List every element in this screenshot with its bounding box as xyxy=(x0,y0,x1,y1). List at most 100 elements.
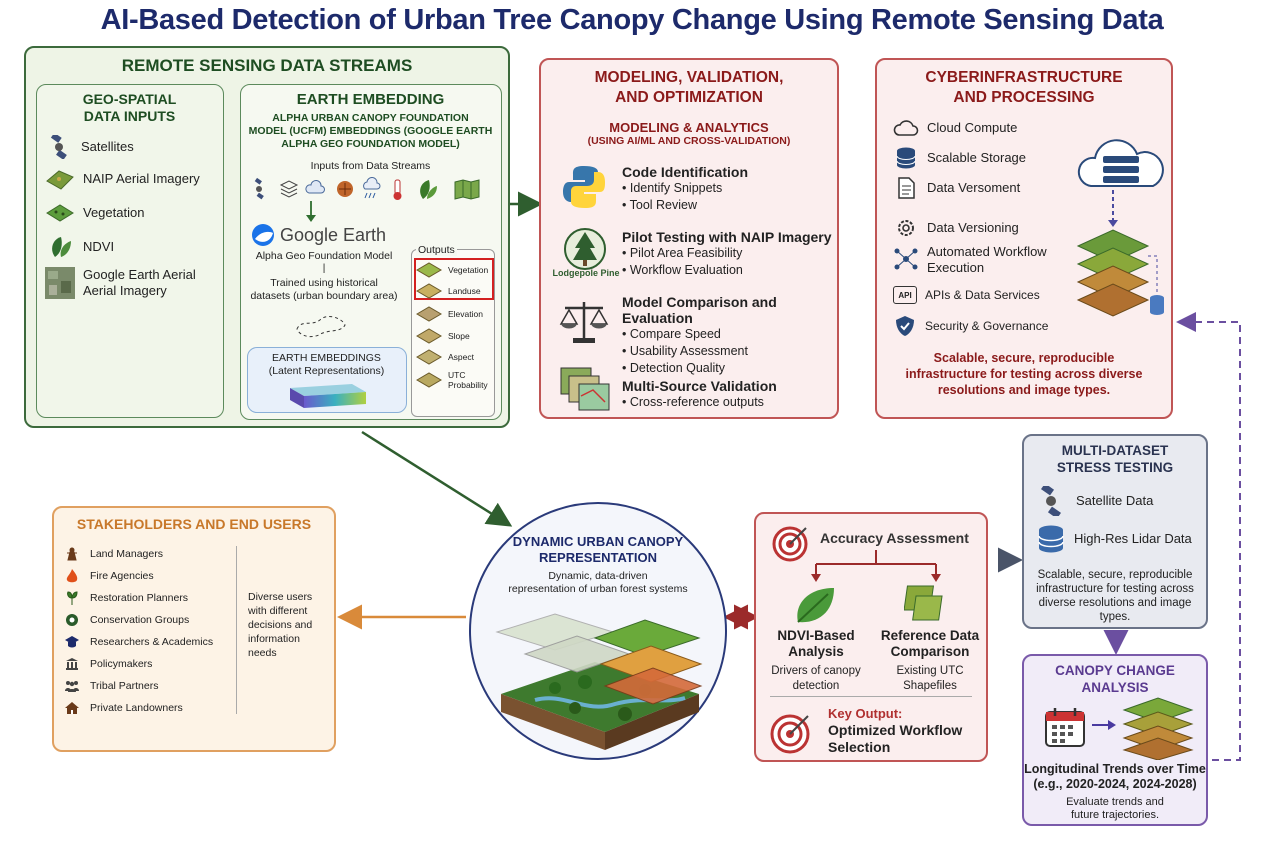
document-icon xyxy=(898,177,915,199)
page-title: AI-Based Detection of Urban Tree Canopy … xyxy=(100,4,1164,36)
stress-title-line2: STRESS TESTING xyxy=(1056,460,1174,475)
outputs-title: Outputs xyxy=(416,244,457,256)
flame-icon xyxy=(66,569,78,583)
stakeholder-item: Tribal Partners xyxy=(64,678,158,694)
vegetation-map-icon xyxy=(46,204,74,222)
agfm-separator: | xyxy=(322,263,326,274)
ndvi-leaf-icon xyxy=(52,237,71,257)
accuracy-title: Accuracy Assessment xyxy=(820,530,969,546)
pilot-testing: Pilot Testing with NAIP Imagery • Pilot … xyxy=(622,229,832,277)
stake-side-line4: information xyxy=(248,633,300,645)
satellite-icon xyxy=(50,135,67,159)
code-identification: Code Identification • Identify Snippets … xyxy=(622,164,748,212)
output-item: Vegetation xyxy=(416,262,488,278)
earth-embedding-panel: EARTH EMBEDDING ALPHA URBAN CANOPY FOUND… xyxy=(240,84,502,420)
remote-sensing-title: REMOTE SENSING DATA STREAMS xyxy=(121,56,413,75)
cloud-icon xyxy=(305,179,325,194)
stakeholders-panel: STAKEHOLDERS AND END USERS Land Managers… xyxy=(52,506,336,752)
google-earth-logo: Google Earth xyxy=(251,223,386,247)
stakeholder-item: Fire Agencies xyxy=(64,568,154,584)
leaf-icon xyxy=(420,180,437,199)
arrow-rs-to-dyn xyxy=(361,430,513,527)
cloud-data-stack-icon xyxy=(1076,139,1164,317)
stress-item-lidar: High-Res Lidar Data xyxy=(1036,524,1192,554)
python-icon xyxy=(563,166,605,208)
earth-embedding-title: EARTH EMBEDDING xyxy=(296,91,445,108)
stress-title-line1: MULTI-DATASET xyxy=(1061,443,1169,458)
output-item: Slope xyxy=(416,328,470,344)
ndvi-sub2: detection xyxy=(792,680,840,692)
trained-line2: datasets (urban boundary area) xyxy=(250,290,398,302)
stake-side-line3: decisions and xyxy=(248,619,313,631)
person-hat-icon xyxy=(67,547,77,561)
opt-line1: Optimized Workflow xyxy=(828,722,963,738)
badge-icon xyxy=(66,614,78,626)
calendar-icon xyxy=(1045,708,1085,747)
map-tile-icon xyxy=(416,262,442,278)
lodgepole-pine-logo-icon xyxy=(564,228,606,270)
geo-item-vegetation: Vegetation xyxy=(45,201,144,225)
input-icons-row xyxy=(254,177,480,200)
map-icon xyxy=(454,179,480,200)
gear-icon xyxy=(898,220,914,236)
geo-title-line2: DATA INPUTS xyxy=(83,108,176,124)
arrow-right-icon xyxy=(1092,720,1116,730)
map-tile-icon xyxy=(416,328,442,344)
ref-line1: Reference Data xyxy=(880,628,980,643)
cyber-foot-line2: infrastructure for testing across divers… xyxy=(905,367,1143,381)
stakeholders-divider xyxy=(236,546,237,714)
target-icon xyxy=(772,526,808,562)
map-tile-icon xyxy=(416,283,442,299)
cyber-item-cloud: Cloud Compute xyxy=(893,118,1017,138)
inputs-label: Inputs from Data Streams xyxy=(310,160,431,172)
stakeholder-item: Land Managers xyxy=(64,546,163,562)
geo-item-satellites: Satellites xyxy=(45,135,134,159)
stress-foot-line1: Scalable, secure, reproducible xyxy=(1037,569,1193,581)
stress-foot-line3: diverse resolutions and image xyxy=(1038,597,1192,609)
ndvi-line1: NDVI-Based xyxy=(777,628,855,643)
change-title-line1: CANOPY CHANGE xyxy=(1055,663,1175,678)
house-icon xyxy=(65,702,79,714)
ref-sub2: Shapefiles xyxy=(903,680,957,692)
satellite-icon xyxy=(1041,486,1061,516)
cyber-item-data-versoment: Data Versoment xyxy=(893,176,1020,200)
opt-line2: Selection xyxy=(828,739,891,755)
dyn-title-line2: REPRESENTATION xyxy=(539,550,657,565)
geo-item-naip: NAIP Aerial Imagery xyxy=(45,167,200,191)
cyber-foot-line3: resolutions and image types. xyxy=(937,383,1111,397)
layers-icon xyxy=(279,180,299,198)
cyber-item-storage: Scalable Storage xyxy=(893,146,1026,170)
stress-foot-line2: infrastructure for testing across xyxy=(1036,583,1194,595)
accuracy-panel: Accuracy Assessment NDVI-Based Analysis … xyxy=(754,512,988,762)
stake-side-line2: with different xyxy=(248,605,308,617)
change-title-line2: ANALYSIS xyxy=(1081,680,1149,695)
ee-sub-line2: MODEL (UCFM) EMBEDDINGS (GOOGLE EARTH xyxy=(248,125,493,137)
stress-item-satellite: Satellite Data xyxy=(1034,486,1153,516)
stress-foot-line4: types. xyxy=(1099,611,1131,623)
stakeholder-item: Researchers & Academics xyxy=(64,634,213,650)
leaf-icon xyxy=(797,588,834,623)
stakeholder-item: Private Landowners xyxy=(64,700,183,716)
arrow-down-icon xyxy=(306,201,316,222)
cyber-title-line1: CYBERINFRASTRUCTURE xyxy=(925,69,1123,86)
multi-source-validation: Multi-Source Validation • Cross-referenc… xyxy=(622,378,777,409)
emb-line2: (Latent Representations) xyxy=(268,365,385,377)
cyber-item-data-versioning: Data Versioning xyxy=(893,216,1019,240)
cloud-icon xyxy=(893,120,919,136)
ref-line2: Comparison xyxy=(890,644,970,659)
geo-title-line1: GEO-SPATIAL xyxy=(82,91,177,107)
eval-line2: future trajectories. xyxy=(1070,809,1160,821)
scales-icon xyxy=(559,302,609,343)
accuracy-divider xyxy=(770,696,972,697)
ref-sub1: Existing UTC xyxy=(896,665,964,677)
shapefile-icon xyxy=(904,585,943,621)
mvo-sub-line1: MODELING & ANALYTICS xyxy=(609,120,769,135)
model-comparison: Model Comparison and Evaluation • Compar… xyxy=(622,294,777,375)
output-item: Aspect xyxy=(416,349,474,365)
cyberinfrastructure-panel: CYBERINFRASTRUCTURE AND PROCESSING Cloud… xyxy=(875,58,1173,419)
google-earth-icon xyxy=(252,224,274,246)
